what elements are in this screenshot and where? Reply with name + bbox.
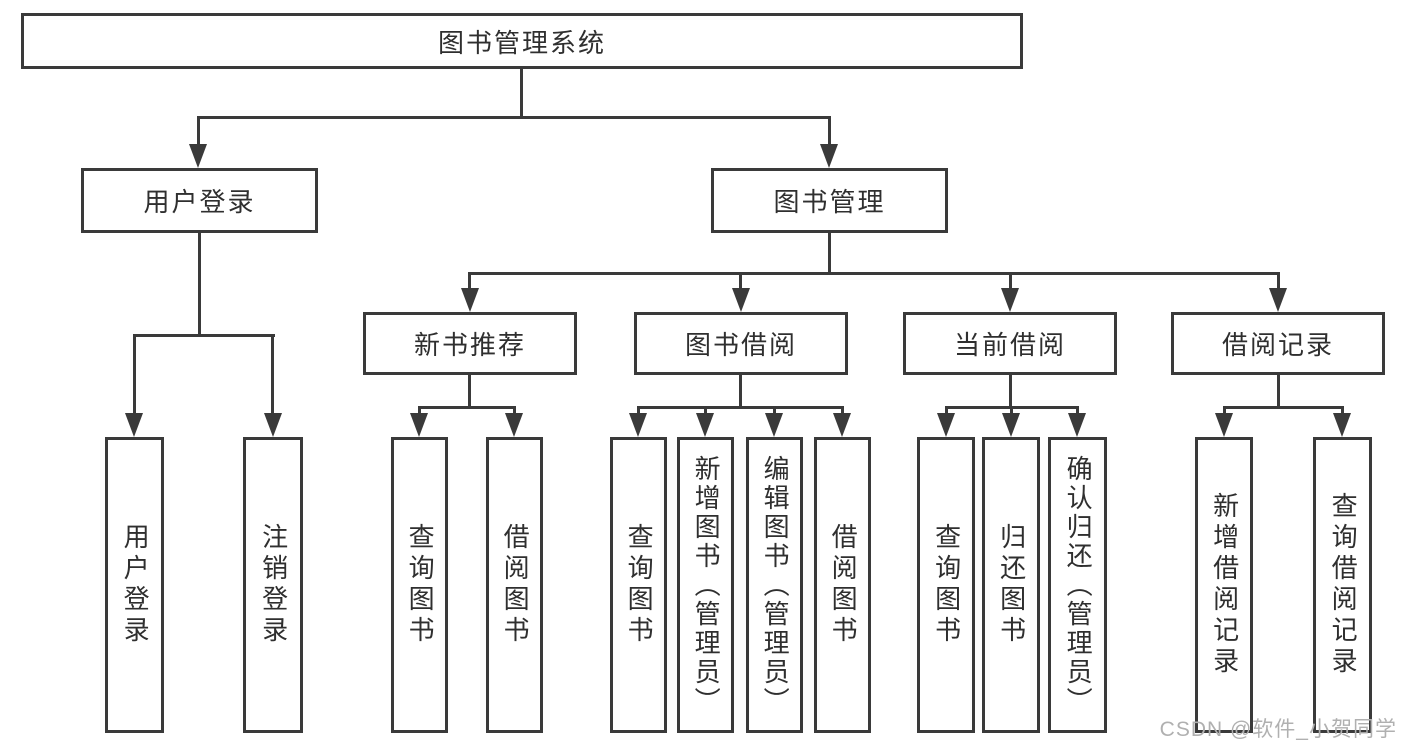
arrowhead-down-bb-edit bbox=[765, 413, 783, 437]
leaf-newbook-query-books: 查询图书 bbox=[391, 437, 448, 733]
connector-drop-cb-query bbox=[945, 406, 948, 416]
connector-drop-nbr-borrow bbox=[513, 406, 516, 416]
leaf-borrow-add-books-admin: 新增图书（管理员） bbox=[677, 437, 734, 733]
csdn-watermark: CSDN @软件_小贺同学 bbox=[1159, 718, 1397, 741]
arrowhead-down-br-query bbox=[1333, 413, 1351, 437]
node-user-login: 用户登录 bbox=[81, 168, 318, 233]
arrowhead-down-new-book bbox=[461, 288, 479, 312]
leaf-records-query-borrow-record-label: 查询借阅记录 bbox=[1328, 492, 1359, 678]
leaf-borrow-borrow-books-label: 借阅图书 bbox=[828, 523, 859, 647]
connector-drop-bb-query bbox=[637, 406, 640, 416]
arrowhead-down-book-management bbox=[820, 144, 838, 168]
arrowhead-down-nbr-query bbox=[410, 413, 428, 437]
connector-user-login-rail bbox=[133, 334, 275, 337]
connector-drop-nbr-query bbox=[418, 406, 421, 416]
connector-borrow-records-stem bbox=[1277, 375, 1280, 408]
connector-root-stem bbox=[520, 69, 523, 118]
node-new-book-recommend: 新书推荐 bbox=[363, 312, 577, 375]
connector-drop-br-add bbox=[1223, 406, 1226, 416]
connector-root-rail bbox=[197, 116, 831, 119]
connector-drop-book-management bbox=[828, 116, 831, 148]
arrowhead-down-nbr-borrow bbox=[505, 413, 523, 437]
arrowhead-down-leaf-user-login bbox=[125, 413, 143, 437]
arrowhead-down-current-borrow bbox=[1001, 288, 1019, 312]
arrowhead-down-bb-borrow bbox=[833, 413, 851, 437]
leaf-borrow-add-books-admin-label: 新增图书（管理员） bbox=[691, 454, 722, 716]
arrowhead-down-cb-confirm bbox=[1068, 413, 1086, 437]
connector-drop-new-book bbox=[468, 272, 471, 290]
leaf-user-login: 用户登录 bbox=[105, 437, 164, 733]
leaf-newbook-borrow-books: 借阅图书 bbox=[486, 437, 543, 733]
node-book-borrow-label: 图书借阅 bbox=[684, 330, 797, 360]
arrowhead-down-book-borrow bbox=[732, 288, 750, 312]
node-current-borrow-label: 当前借阅 bbox=[953, 330, 1066, 360]
connector-book-borrow-rail bbox=[637, 406, 844, 409]
leaf-borrow-query-books: 查询图书 bbox=[610, 437, 667, 733]
connector-drop-bb-add bbox=[704, 406, 707, 416]
node-book-borrow: 图书借阅 bbox=[634, 312, 848, 375]
leaf-borrow-query-books-label: 查询图书 bbox=[624, 523, 655, 647]
node-book-management-label: 图书管理 bbox=[773, 187, 886, 217]
leaf-current-return-books: 归还图书 bbox=[982, 437, 1040, 733]
arrowhead-down-bb-add bbox=[696, 413, 714, 437]
connector-current-borrow-stem bbox=[1009, 375, 1012, 408]
connector-drop-bb-borrow bbox=[841, 406, 844, 416]
connector-drop-leaf-user-login bbox=[133, 334, 136, 416]
arrowhead-down-cb-return bbox=[1002, 413, 1020, 437]
leaf-logout-login: 注销登录 bbox=[243, 437, 303, 733]
node-current-borrow: 当前借阅 bbox=[903, 312, 1117, 375]
arrowhead-down-bb-query bbox=[629, 413, 647, 437]
node-user-login-label: 用户登录 bbox=[143, 187, 256, 217]
leaf-borrow-edit-books-admin-label: 编辑图书（管理员） bbox=[760, 454, 791, 716]
connector-drop-cb-confirm bbox=[1076, 406, 1079, 416]
leaf-borrow-edit-books-admin: 编辑图书（管理员） bbox=[746, 437, 803, 733]
node-borrow-records-label: 借阅记录 bbox=[1221, 330, 1334, 360]
connector-borrow-records-rail bbox=[1223, 406, 1344, 409]
connector-drop-cb-return bbox=[1010, 406, 1013, 416]
connector-drop-user-login bbox=[197, 116, 200, 148]
leaf-newbook-borrow-books-label: 借阅图书 bbox=[500, 523, 531, 647]
connector-new-book-rail bbox=[418, 406, 516, 409]
arrowhead-down-br-add bbox=[1215, 413, 1233, 437]
leaf-current-confirm-return-admin-label: 确认归还（管理员） bbox=[1063, 454, 1094, 716]
connector-user-login-stem bbox=[198, 233, 201, 337]
arrowhead-down-leaf-logout bbox=[264, 413, 282, 437]
node-library-system-label: 图书管理系统 bbox=[437, 27, 606, 58]
connector-new-book-stem bbox=[468, 375, 471, 408]
arrowhead-down-borrow-records bbox=[1269, 288, 1287, 312]
leaf-records-add-borrow-record-label: 新增借阅记录 bbox=[1209, 492, 1240, 678]
leaf-borrow-borrow-books: 借阅图书 bbox=[814, 437, 871, 733]
node-new-book-recommend-label: 新书推荐 bbox=[413, 330, 526, 360]
connector-book-management-rail bbox=[468, 272, 1280, 275]
connector-book-borrow-stem bbox=[739, 375, 742, 408]
connector-drop-book-borrow bbox=[739, 272, 742, 290]
leaf-current-return-books-label: 归还图书 bbox=[996, 523, 1027, 647]
connector-drop-bb-edit bbox=[773, 406, 776, 416]
connector-drop-leaf-logout bbox=[271, 334, 274, 416]
leaf-current-confirm-return-admin: 确认归还（管理员） bbox=[1048, 437, 1107, 733]
leaf-logout-login-label: 注销登录 bbox=[258, 523, 289, 647]
connector-drop-borrow-records bbox=[1277, 272, 1280, 290]
node-book-management: 图书管理 bbox=[711, 168, 948, 233]
leaf-newbook-query-books-label: 查询图书 bbox=[405, 523, 436, 647]
arrowhead-down-user-login bbox=[189, 144, 207, 168]
node-borrow-records: 借阅记录 bbox=[1171, 312, 1385, 375]
leaf-records-add-borrow-record: 新增借阅记录 bbox=[1195, 437, 1253, 733]
connector-drop-current-borrow bbox=[1009, 272, 1012, 290]
arrowhead-down-cb-query bbox=[937, 413, 955, 437]
leaf-current-query-books-label: 查询图书 bbox=[931, 523, 962, 647]
node-library-system: 图书管理系统 bbox=[21, 13, 1023, 69]
leaf-user-login-label: 用户登录 bbox=[120, 523, 151, 647]
connector-drop-br-query bbox=[1341, 406, 1344, 416]
leaf-current-query-books: 查询图书 bbox=[917, 437, 975, 733]
connector-book-management-stem bbox=[828, 233, 831, 275]
leaf-records-query-borrow-record: 查询借阅记录 bbox=[1313, 437, 1372, 733]
